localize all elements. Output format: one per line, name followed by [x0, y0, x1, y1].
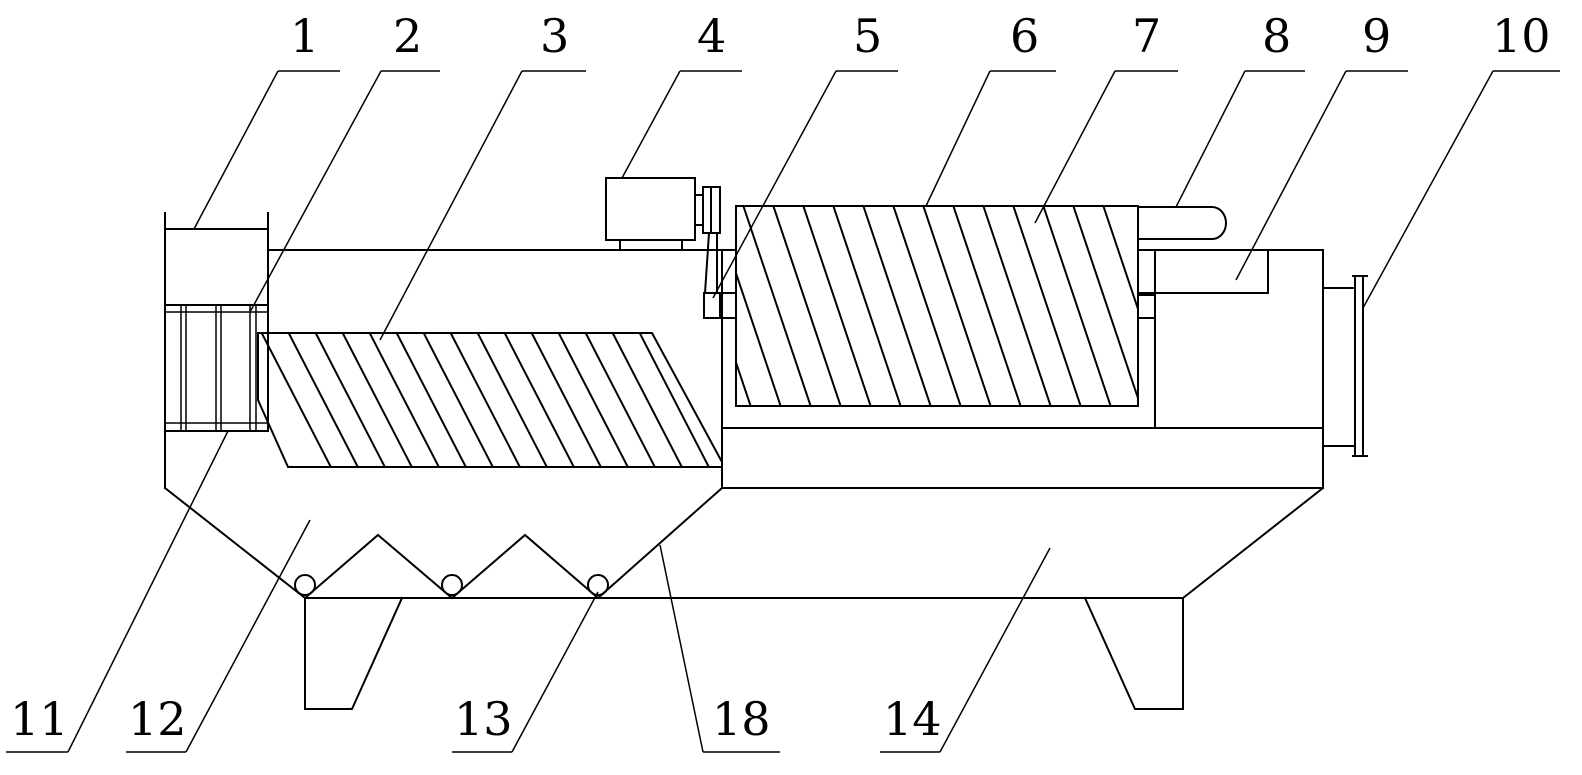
label-14: 14 [883, 692, 942, 746]
label-5: 5 [853, 9, 882, 63]
main-body [164, 249, 1324, 489]
motor [605, 177, 721, 251]
sludge-hoppers [163, 461, 724, 600]
label-2: 2 [393, 9, 422, 63]
discharge-flange [1322, 275, 1368, 457]
label-9: 9 [1362, 9, 1391, 63]
label-18: 18 [712, 692, 771, 746]
water-tank [304, 486, 1325, 600]
label-13: 13 [454, 692, 513, 746]
label-7: 7 [1132, 9, 1161, 63]
roller [587, 574, 609, 596]
label-12: 12 [128, 692, 187, 746]
leader-lines [6, 70, 1560, 753]
roller [441, 574, 463, 596]
label-3: 3 [540, 9, 569, 63]
label-6: 6 [1010, 9, 1039, 63]
part-labels: 1 2 3 4 5 6 7 8 9 10 11 12 13 18 14 [10, 9, 1551, 746]
drive-coupling [703, 231, 737, 319]
label-10: 10 [1492, 9, 1551, 63]
label-1: 1 [290, 9, 319, 63]
outlet-pipe [1137, 206, 1227, 240]
label-11: 11 [10, 692, 69, 746]
label-8: 8 [1262, 9, 1291, 63]
inlet-flange [164, 304, 269, 432]
support-legs [304, 596, 1184, 710]
spiral-drum [735, 205, 1156, 407]
roller [294, 574, 316, 596]
label-4: 4 [697, 9, 726, 63]
screw-conveyor [257, 332, 723, 468]
feed-hopper [164, 212, 269, 306]
